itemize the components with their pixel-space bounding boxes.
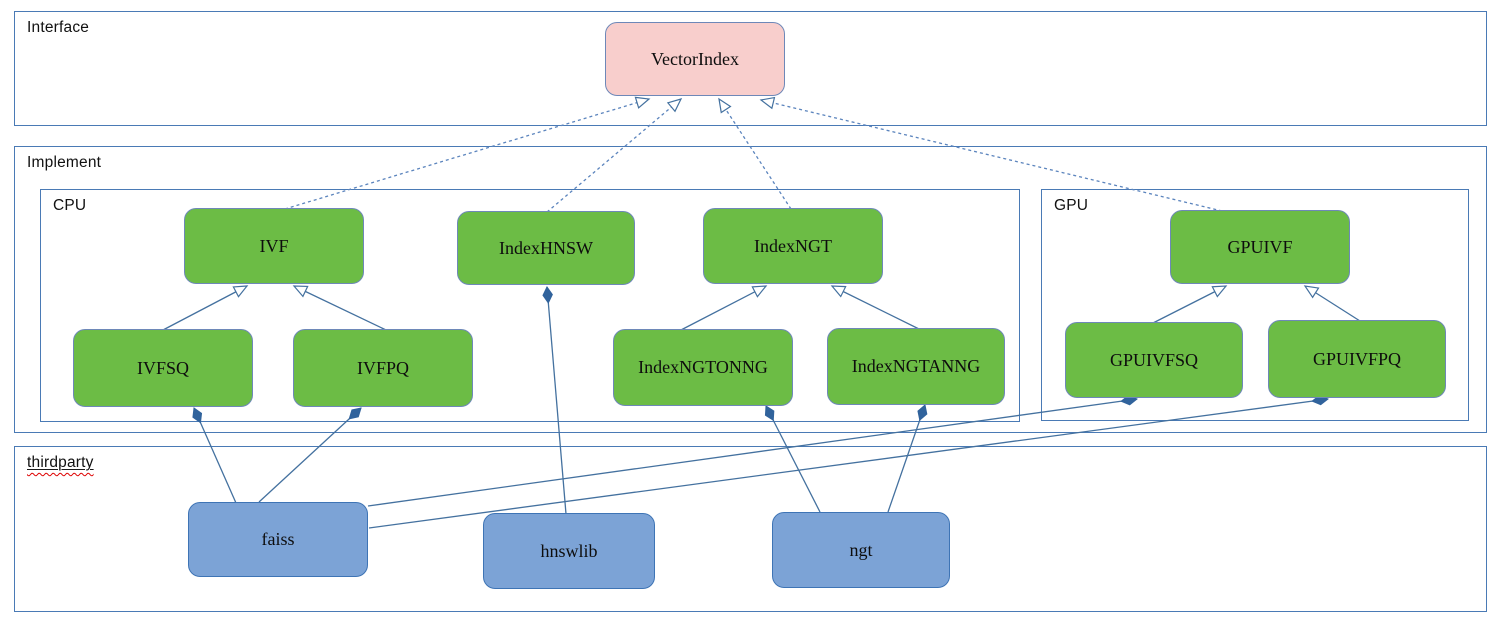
node-gpuivfpq: GPUIVFPQ	[1268, 320, 1446, 398]
container-cpu-label: CPU	[53, 197, 87, 214]
node-faiss-label: faiss	[261, 529, 295, 549]
node-indexngtonng-label: IndexNGTONNG	[638, 357, 768, 377]
node-indexhnsw-label: IndexHNSW	[499, 237, 593, 258]
container-implement-label: Implement	[27, 154, 102, 171]
node-ivfsq-label: IVFSQ	[136, 357, 189, 378]
node-indexhnsw: IndexHNSW	[457, 211, 635, 285]
node-gpuivfsq-label: GPUIVFSQ	[1109, 349, 1199, 370]
node-indexngt: IndexNGT	[703, 208, 883, 284]
node-indexngt-label: IndexNGT	[754, 235, 832, 256]
spellcheck-squiggle: thirdparty	[27, 454, 94, 471]
node-hnswlib-label: hnswlib	[540, 540, 598, 561]
node-ivf-label: IVF	[259, 235, 289, 256]
node-faiss: faiss	[188, 502, 368, 577]
node-gpuivfsq: GPUIVFSQ	[1065, 322, 1243, 398]
node-ivf: IVF	[184, 208, 364, 284]
container-gpu-label: GPU	[1054, 197, 1089, 214]
node-vectorindex-label: VectorIndex	[651, 48, 739, 69]
node-gpuivf: GPUIVF	[1170, 210, 1350, 284]
container-interface-label: Interface	[27, 19, 90, 36]
node-ivfsq: IVFSQ	[73, 329, 253, 407]
node-indexngtanng: IndexNGTANNG	[827, 328, 1005, 405]
node-indexngtanng-label: IndexNGTANNG	[851, 356, 981, 376]
node-gpuivf-label: GPUIVF	[1227, 236, 1293, 257]
node-ivfpq: IVFPQ	[293, 329, 473, 407]
node-ivfpq-label: IVFPQ	[356, 357, 409, 378]
node-ngt: ngt	[772, 512, 950, 588]
node-hnswlib: hnswlib	[483, 513, 655, 589]
node-indexngtonng: IndexNGTONNG	[613, 329, 793, 406]
node-ngt-label: ngt	[849, 539, 873, 560]
node-vectorindex: VectorIndex	[605, 22, 785, 96]
container-thirdparty-label: thirdparty	[27, 454, 94, 472]
node-gpuivfpq-label: GPUIVFPQ	[1312, 348, 1402, 369]
